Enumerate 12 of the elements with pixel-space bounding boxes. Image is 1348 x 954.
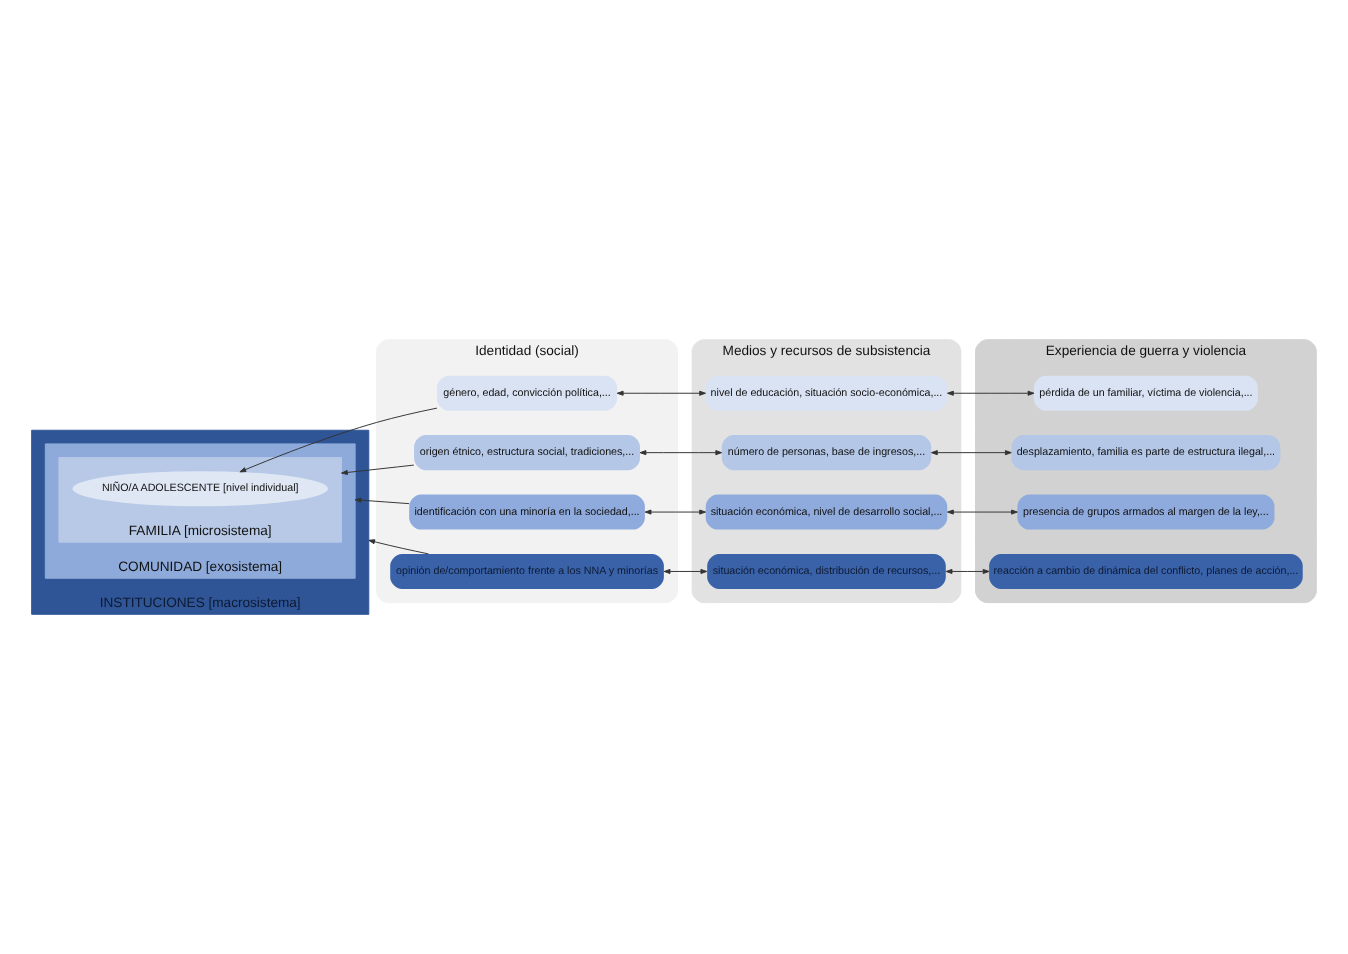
arrow — [239, 407, 438, 473]
arrow — [616, 390, 706, 396]
arrow — [368, 539, 429, 555]
arrow — [644, 509, 707, 515]
arrow — [663, 568, 708, 574]
arrow — [947, 390, 1035, 396]
arrow — [947, 509, 1018, 515]
arrow — [930, 450, 1012, 456]
arrow — [945, 568, 990, 574]
arrow — [354, 497, 410, 505]
arrow — [639, 450, 723, 456]
arrow — [341, 464, 415, 475]
